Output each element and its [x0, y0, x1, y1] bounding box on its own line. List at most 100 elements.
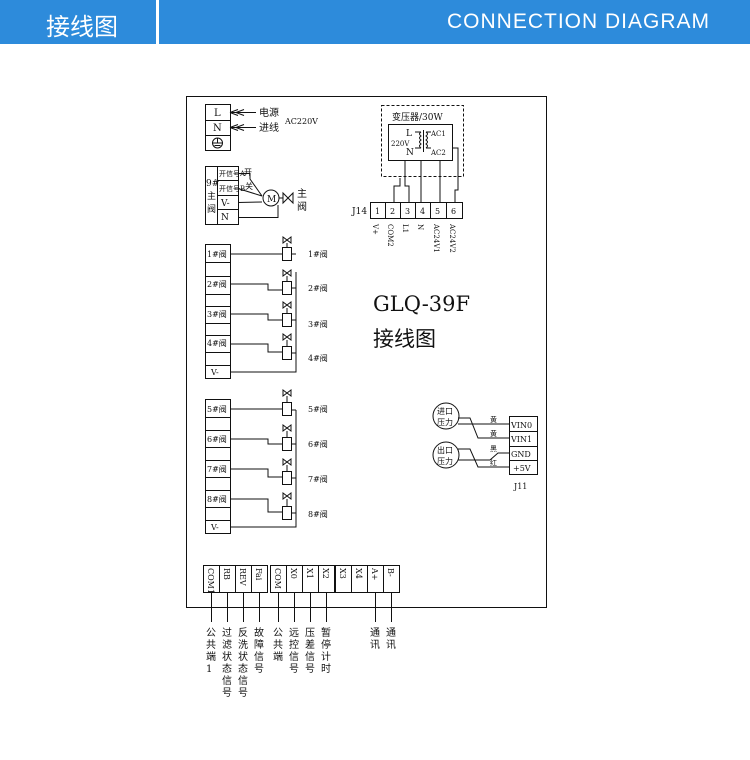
main-valve-row-2: 开信号B: [219, 184, 245, 193]
transformer-out-1: AC1: [430, 130, 446, 138]
outlet-pressure-sensor: 出口 压力: [432, 441, 460, 469]
io-label-comm-a: 通讯: [370, 627, 380, 651]
valve-top-row-2: 2#阀: [207, 280, 227, 289]
outlet-sensor-label-2: 压力: [437, 456, 453, 466]
valve-top-row-5: V-: [210, 368, 219, 377]
j14-label-1: V+: [371, 223, 379, 235]
header-title-cn: 接线图: [46, 13, 118, 41]
io-pin-com1: COM1: [206, 568, 215, 594]
transformer-out-2: AC2: [430, 149, 446, 157]
main-valve-side-2: 主: [207, 190, 216, 202]
io-pin-b: B-: [386, 568, 395, 577]
main-valve-open: 开: [244, 168, 252, 177]
model-subtitle: 接线图: [373, 327, 436, 351]
io-label-fault: 故障信号: [254, 626, 264, 675]
j14-terminal: J14 1 2 3 4 5 6 V+ COM2 L1 N AC24V1 AC24…: [351, 202, 463, 253]
ground-icon: [212, 137, 223, 149]
io-pin-x4: X4: [354, 568, 363, 579]
board-outline: [186, 96, 547, 608]
io-pin-rb: RB: [222, 568, 231, 580]
transformer-in-n: N: [406, 148, 414, 158]
transformer-wiring: [393, 147, 459, 202]
outlet-sensor-label-1: 出口: [437, 445, 453, 455]
valve-label-4: 4#阀: [308, 354, 328, 363]
power-label-2: 进线: [259, 121, 279, 134]
valve-label-8: 8#阀: [308, 510, 328, 519]
io-pin-x2: X2: [321, 568, 330, 579]
io-label-remote: 远控信号: [289, 627, 299, 675]
model-name: GLQ-39F: [373, 292, 470, 316]
io-label-dp: 压差信号: [305, 627, 315, 675]
power-terminal: L N 电源 进线 AC220V: [205, 104, 318, 151]
valve-label-5: 5#阀: [308, 405, 328, 414]
j14-pin-4: 4: [420, 207, 425, 216]
io-label-pause: 暂停计时: [321, 627, 331, 675]
valve-bottom-row-1: 5#阀: [207, 405, 227, 414]
j11-wire-1: 黄: [490, 415, 497, 424]
power-l: L: [214, 108, 221, 119]
power-voltage: AC220V: [284, 117, 318, 126]
io-label-comm-b: 通讯: [386, 627, 396, 651]
transformer-in-v: 220V: [391, 140, 410, 148]
io-pin-com: COM: [273, 568, 282, 589]
valve-coils-bottom: 5#阀 6#阀 7#阀 8#阀: [230, 389, 328, 528]
valve-terminal-top: 1#阀 2#阀 3#阀 4#阀 V-: [205, 244, 231, 379]
inlet-sensor-label-2: 压力: [437, 417, 453, 427]
transformer: 变压器/30W L N 220V AC1 AC2: [381, 105, 464, 177]
main-valve-close: 关: [245, 181, 253, 191]
valve-top-row-3: 3#阀: [207, 310, 227, 319]
valve-label-3: 3#阀: [308, 320, 328, 329]
header-title-en: CONNECTION DIAGRAM: [446, 10, 710, 33]
j11-pin-3: GND: [511, 450, 531, 459]
j11-terminal: VIN0 VIN1 GND +5V J11 黄 黄 黑 红 进口 压力 出口 压…: [432, 402, 538, 491]
transformer-in-l: L: [406, 129, 412, 139]
io-pin-a: A+: [370, 567, 379, 580]
header-banner: 接线图 CONNECTION DIAGRAM: [0, 0, 750, 44]
valve-bottom-row-5: V-: [210, 523, 219, 532]
j11-wire-4: 红: [490, 458, 497, 467]
j11-name: J11: [513, 482, 527, 491]
main-valve-terminal: 9# 主 阀 开信号A 开信号B V- N 开 关 M 主 阀: [205, 166, 307, 225]
io-label-com: 公共端: [273, 628, 283, 663]
main-valve-row-4: N: [221, 213, 229, 223]
valve-coils-top: 1#阀 2#阀 3#阀 4#阀: [230, 236, 328, 373]
main-valve-label-2: 阀: [297, 200, 307, 213]
io-label-filter: 过滤状态信号: [222, 626, 232, 699]
io-pin-x0: X0: [289, 568, 298, 579]
power-label-1: 电源: [259, 106, 279, 119]
j14-label-2: COM2: [386, 224, 394, 247]
valve-label-6: 6#阀: [308, 440, 328, 449]
main-valve-icon: [282, 191, 294, 205]
motor-label: M: [267, 195, 276, 205]
j14-pin-1: 1: [375, 207, 380, 216]
j11-pin-1: VIN0: [510, 421, 532, 430]
inlet-pressure-sensor: 进口 压力: [432, 402, 460, 430]
valve-terminal-bottom: 5#阀 6#阀 7#阀 8#阀 V-: [205, 399, 231, 534]
header-divider: [156, 0, 159, 44]
main-valve-row-1: 开信号A: [219, 169, 246, 178]
j14-pin-2: 2: [390, 207, 395, 216]
valve-label-7: 7#阀: [308, 475, 328, 484]
j14-name: J14: [351, 207, 367, 217]
j14-label-6: AC24V2: [448, 223, 456, 253]
valve-top-row-4: 4#阀: [207, 339, 227, 348]
main-valve-side-3: 阀: [207, 204, 216, 215]
valve-top-row-1: 1#阀: [207, 250, 227, 259]
j14-label-4: N: [416, 224, 424, 230]
valve-bottom-row-4: 8#阀: [207, 495, 227, 504]
transformer-title: 变压器/30W: [392, 111, 443, 123]
main-valve-side-1: 9#: [206, 179, 219, 189]
io-pin-x3: X3: [338, 568, 347, 579]
j14-label-3: L1: [401, 224, 409, 233]
valve-bottom-row-3: 7#阀: [207, 465, 227, 474]
io-terminal: COM1 RB REV Fai COM X0 X1 X2 X3 X4 A+ B-: [203, 565, 400, 622]
valve-bottom-row-2: 6#阀: [207, 435, 227, 444]
main-valve-row-3: V-: [220, 199, 230, 209]
j14-pin-5: 5: [435, 207, 440, 216]
j11-pin-4: +5V: [513, 464, 531, 473]
j11-wire-3: 黑: [490, 445, 497, 453]
motor-icon: M: [262, 189, 280, 207]
io-pin-rev: REV: [238, 568, 247, 586]
